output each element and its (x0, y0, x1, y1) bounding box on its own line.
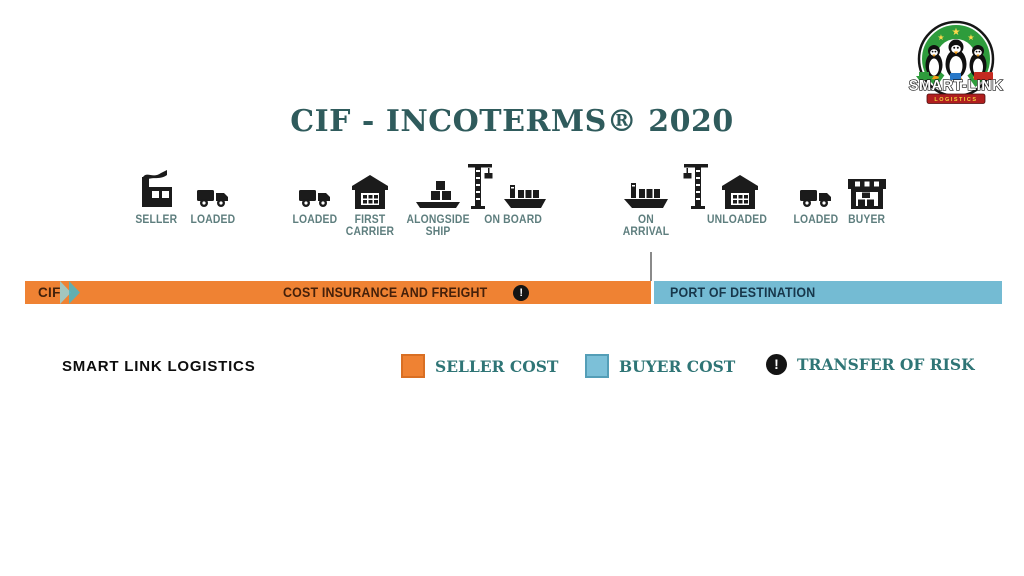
stage-loaded-3: LOADED (788, 163, 844, 226)
crane-icon (683, 164, 708, 209)
forklift-icon (950, 73, 961, 80)
star-icon: ★ (967, 33, 974, 42)
cif-term-label: CIF (38, 285, 61, 300)
stage-label: ALONGSIDE SHIP (406, 214, 470, 239)
warehouse-icon (722, 175, 758, 209)
legend-seller-cost: SELLER COST (401, 354, 558, 378)
stage-label: LOADED (190, 214, 236, 226)
stage-alongside-ship: ALONGSIDE SHIP (404, 163, 472, 239)
barge-icon (416, 181, 460, 208)
legend-label: SELLER COST (435, 356, 559, 376)
chevron-right-icon (60, 281, 80, 304)
ship-icon (624, 183, 668, 208)
buyer-store-icon (848, 179, 886, 209)
brand-wordmark: SMART LINK LOGISTICS (62, 358, 256, 375)
truck-icon (298, 190, 330, 207)
stage-label: BUYER (848, 214, 886, 226)
stage-seller: SELLER (128, 163, 184, 226)
legend-label: BUYER COST (619, 356, 736, 376)
stage-first-carrier: FIRST CARRIER (340, 163, 400, 239)
logo-banner (926, 93, 986, 104)
seller-segment-caption: COST INSURANCE AND FREIGHT ! (283, 281, 530, 304)
stage-label: SELLER (135, 214, 177, 226)
seller-cost-swatch (401, 354, 425, 378)
transfer-of-risk-icon: ! (513, 284, 530, 301)
legend-transfer-of-risk: ! TRANSFER OF RISK (766, 354, 975, 375)
seller-cost-segment (25, 281, 651, 304)
buyer-cost-segment (654, 281, 1002, 304)
stage-label: UNLOADED (706, 214, 768, 226)
stage-on-board: ON BOARD (460, 163, 554, 226)
legend-label: TRANSFER OF RISK (797, 355, 975, 374)
stage-label: LOADED (292, 214, 338, 226)
stage-label: FIRST CARRIER (345, 214, 395, 239)
cargo-ship-icon (916, 72, 934, 80)
stage-unloaded: UNLOADED (668, 163, 772, 226)
stage-loaded-2: LOADED (288, 163, 342, 226)
truck-icon (799, 190, 831, 207)
incoterm-timeline-bar: CIF COST INSURANCE AND FREIGHT ! PORT OF… (0, 252, 1024, 304)
smart-link-logo: ★ ★ ★ (908, 20, 1003, 104)
star-icon: ★ (952, 27, 961, 38)
penguin-icon (925, 45, 943, 80)
stage-label: ON BOARD (484, 214, 542, 226)
logo-brand-text: SMART-LINK (909, 78, 1003, 94)
risk-transfer-divider (650, 252, 652, 281)
stage-label: LOADED (793, 214, 839, 226)
seller-segment-text: COST INSURANCE AND FREIGHT (283, 285, 488, 300)
ship-icon (504, 185, 546, 208)
stage-loaded-1: LOADED (186, 163, 240, 226)
legend-buyer-cost: BUYER COST (585, 354, 735, 378)
buyer-segment-text: PORT OF DESTINATION (670, 285, 816, 300)
stage-buyer: BUYER (840, 163, 894, 226)
stage-on-arrival: ON ARRIVAL (610, 163, 682, 239)
warehouse-icon (352, 175, 388, 209)
buyer-cost-swatch (585, 354, 609, 378)
star-icon: ★ (937, 33, 944, 42)
truck-icon (974, 72, 993, 80)
crane-icon (468, 164, 493, 209)
stage-label: ON ARRIVAL (622, 214, 670, 239)
logo-subtitle-text: LOGISTICS (934, 97, 977, 103)
factory-icon (142, 170, 172, 207)
transfer-of-risk-icon: ! (766, 354, 787, 375)
truck-icon (196, 190, 228, 207)
page-title: CIF - INCOTERMS® 2020 (290, 104, 734, 139)
